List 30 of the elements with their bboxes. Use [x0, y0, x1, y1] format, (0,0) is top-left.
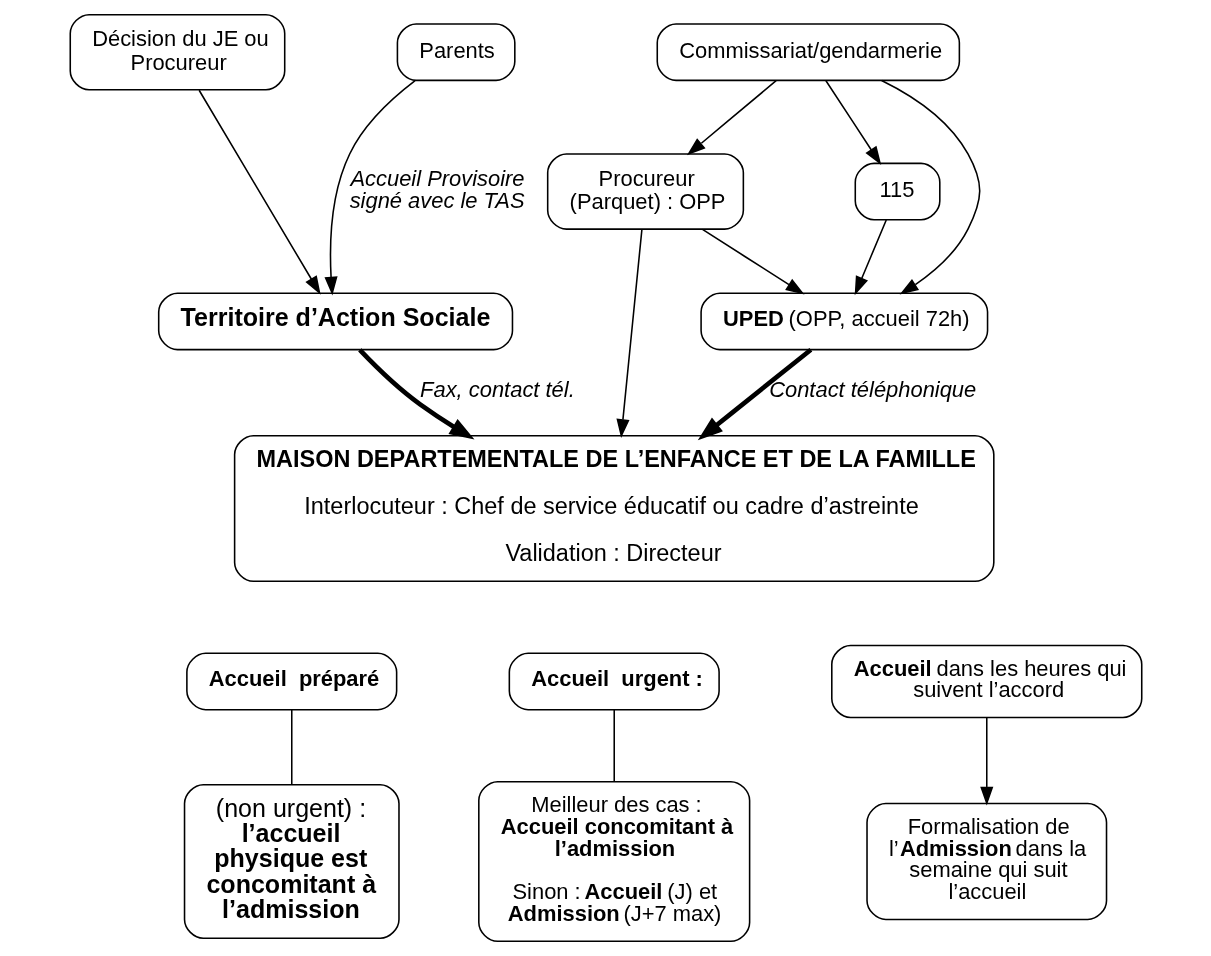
node-box: Accueil préparé: [185, 652, 397, 711]
node-box: Formalisation de l’Admission dans la semaine qui suit l’accueil: [865, 802, 1107, 921]
edge-label: Contact téléphonique: [768, 376, 976, 402]
node-box: Territoire d’Action Sociale: [157, 292, 513, 351]
node-box: Parents: [396, 23, 516, 82]
arrow: [880, 79, 980, 295]
node-box: Accueil urgent :: [508, 652, 720, 711]
node-box: Commissariat/gendarmerie: [655, 23, 960, 82]
node-box: Décision du JE ou Procureur: [68, 13, 285, 91]
node-box: Accueil dans les heures qui suivent l’accord: [830, 644, 1143, 719]
connector: [612, 709, 615, 783]
arrow: [197, 89, 321, 295]
arrow: [615, 228, 643, 438]
node-box: (non urgent) : l’accueil physique est concomitant à l’admission: [183, 784, 400, 939]
arrow: [697, 347, 812, 441]
arrow: [854, 219, 887, 296]
arrow: [686, 79, 777, 156]
node-box: Meilleur des cas : Accueil concomitant à l’admission Sinon : Accueil (J) et Admission (J+7 max): [477, 780, 750, 943]
arrow: [323, 79, 416, 296]
edge-label: Fax, contact tél.: [419, 376, 575, 402]
node-box: UPED (OPP, accueil 72h): [699, 292, 988, 351]
arrow: [979, 716, 993, 806]
arrow: [824, 79, 881, 166]
connector: [290, 709, 293, 786]
arrow: [357, 348, 474, 440]
node-box: MAISON DEPARTEMENTALE DE L’ENFANCE ET DE LA FAMILLE Interlocuteur : Chef de service éducatif ou cadre d’astreinte Validation : Directeur: [233, 434, 995, 583]
node-box: Procureur (Parquet) : OPP: [546, 153, 744, 230]
edge-label: Accueil Provisoire signé avec le TAS: [349, 165, 525, 213]
arrow: [701, 228, 804, 295]
node-box: 115: [854, 162, 941, 221]
